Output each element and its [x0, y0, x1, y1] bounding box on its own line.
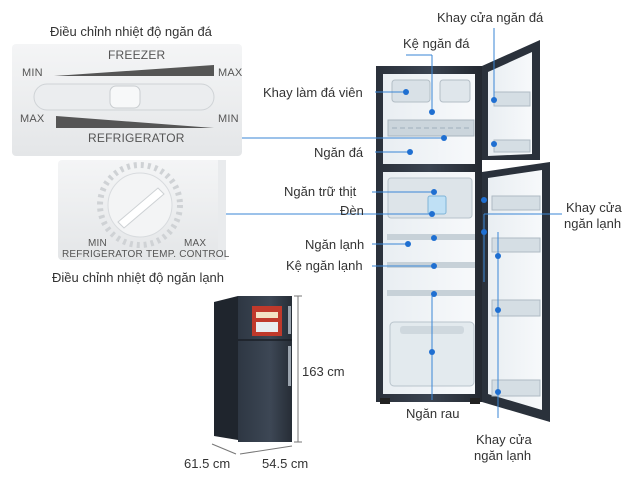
label-fridge-shelf: Kệ ngăn lạnh	[286, 258, 363, 273]
freezer-max-label: MAX	[218, 67, 243, 79]
dial-min-label: MIN	[88, 238, 107, 249]
marker-ice-tray	[403, 89, 409, 95]
marker-meat	[431, 189, 437, 195]
marker-fridge-door-1	[481, 197, 487, 203]
label-freezer-shelf: Kệ ngăn đá	[403, 36, 470, 51]
label-light: Đèn	[340, 203, 364, 218]
marker-fridge-shelf	[431, 263, 437, 269]
refrigerator-label: REFRIGERATOR	[88, 131, 185, 145]
label-fridge-door-tray-right-2: ngăn lạnh	[564, 216, 622, 231]
label-freezer-door-tray: Khay cửa ngăn đá	[437, 10, 544, 25]
freezer-label: FREEZER	[108, 48, 166, 62]
small-fridge-front-view	[214, 296, 292, 442]
temperature-dial-knob[interactable]	[117, 187, 165, 229]
main-refrigerator	[376, 40, 550, 422]
dial-temp-control-text: TEMP. CONTROL	[146, 249, 230, 260]
marker-fridge-door-4	[495, 307, 501, 313]
label-ice-tray: Khay làm đá viên	[263, 85, 363, 100]
dimension-height: 163 cm	[302, 364, 345, 379]
label-fridge-door-tray-right-1: Khay cửa	[566, 200, 622, 215]
freezer-slider-knob[interactable]	[109, 85, 141, 109]
dimension-depth: 61.5 cm	[184, 456, 231, 471]
label-fridge-door-tray-bottom-2: ngăn lạnh	[474, 448, 532, 463]
marker-vegetable	[429, 349, 435, 355]
fridge-control-panel	[58, 160, 226, 260]
marker-freezer-control	[441, 135, 447, 141]
marker-fridge-shelf-2	[431, 291, 437, 297]
dimension-width: 54.5 cm	[262, 456, 309, 471]
label-vegetable-drawer: Ngăn rau	[406, 406, 460, 421]
refrigerator-min-label: MIN	[218, 113, 239, 125]
marker-fridge-door-3	[495, 253, 501, 259]
dial-max-label: MAX	[184, 238, 207, 249]
label-fridge-compartment: Ngăn lạnh	[305, 237, 365, 252]
freezer-control-panel	[12, 44, 242, 156]
marker-freezer-door-tray	[491, 97, 497, 103]
refrigerator-max-label: MAX	[20, 113, 45, 125]
fridge-control-caption: Điều chỉnh nhiệt độ ngăn lạnh	[52, 270, 225, 285]
freezer-min-label: MIN	[22, 67, 43, 79]
marker-fridge-door-5	[495, 389, 501, 395]
markers	[403, 89, 501, 395]
marker-light	[429, 211, 435, 217]
label-meat-compartment: Ngăn trữ thịt	[284, 184, 357, 199]
label-fridge-door-tray-bottom-1: Khay cửa	[476, 432, 532, 447]
freezer-scale-wedge	[54, 65, 214, 76]
marker-fridge	[405, 241, 411, 247]
marker-fridge-door-2	[481, 229, 487, 235]
label-freezer-compartment: Ngăn đá	[314, 145, 364, 160]
marker-freezer	[407, 149, 413, 155]
freezer-control-caption: Điều chỉnh nhiệt độ ngăn đá	[50, 24, 212, 39]
leader-lines	[226, 28, 562, 418]
refrigerator-scale-wedge	[56, 116, 214, 128]
dial-refrigerator-text: REFRIGERATOR	[62, 249, 143, 260]
marker-freezer-door-tray-2	[491, 141, 497, 147]
marker-fridge-2	[431, 235, 437, 241]
dimension-lines	[211, 295, 302, 455]
marker-freezer-shelf	[429, 109, 435, 115]
